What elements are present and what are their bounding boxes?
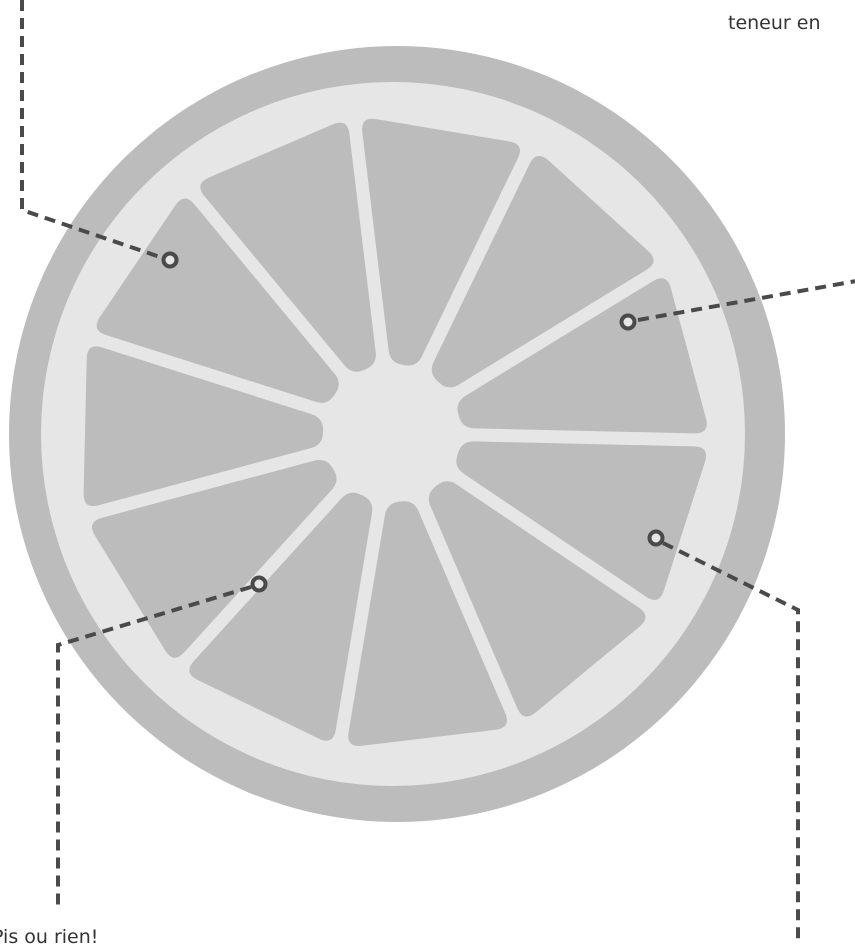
callout-label-bottom-left: Pis ou rien! bbox=[0, 928, 98, 947]
callout-marker-bottom-left bbox=[253, 578, 266, 591]
callout-marker-right bbox=[622, 316, 635, 329]
callout-marker-bottom-right bbox=[650, 532, 663, 545]
callout-label-top-right: teneur en bbox=[728, 14, 821, 33]
callout-marker-top-left bbox=[164, 254, 177, 267]
center-core bbox=[346, 387, 438, 479]
